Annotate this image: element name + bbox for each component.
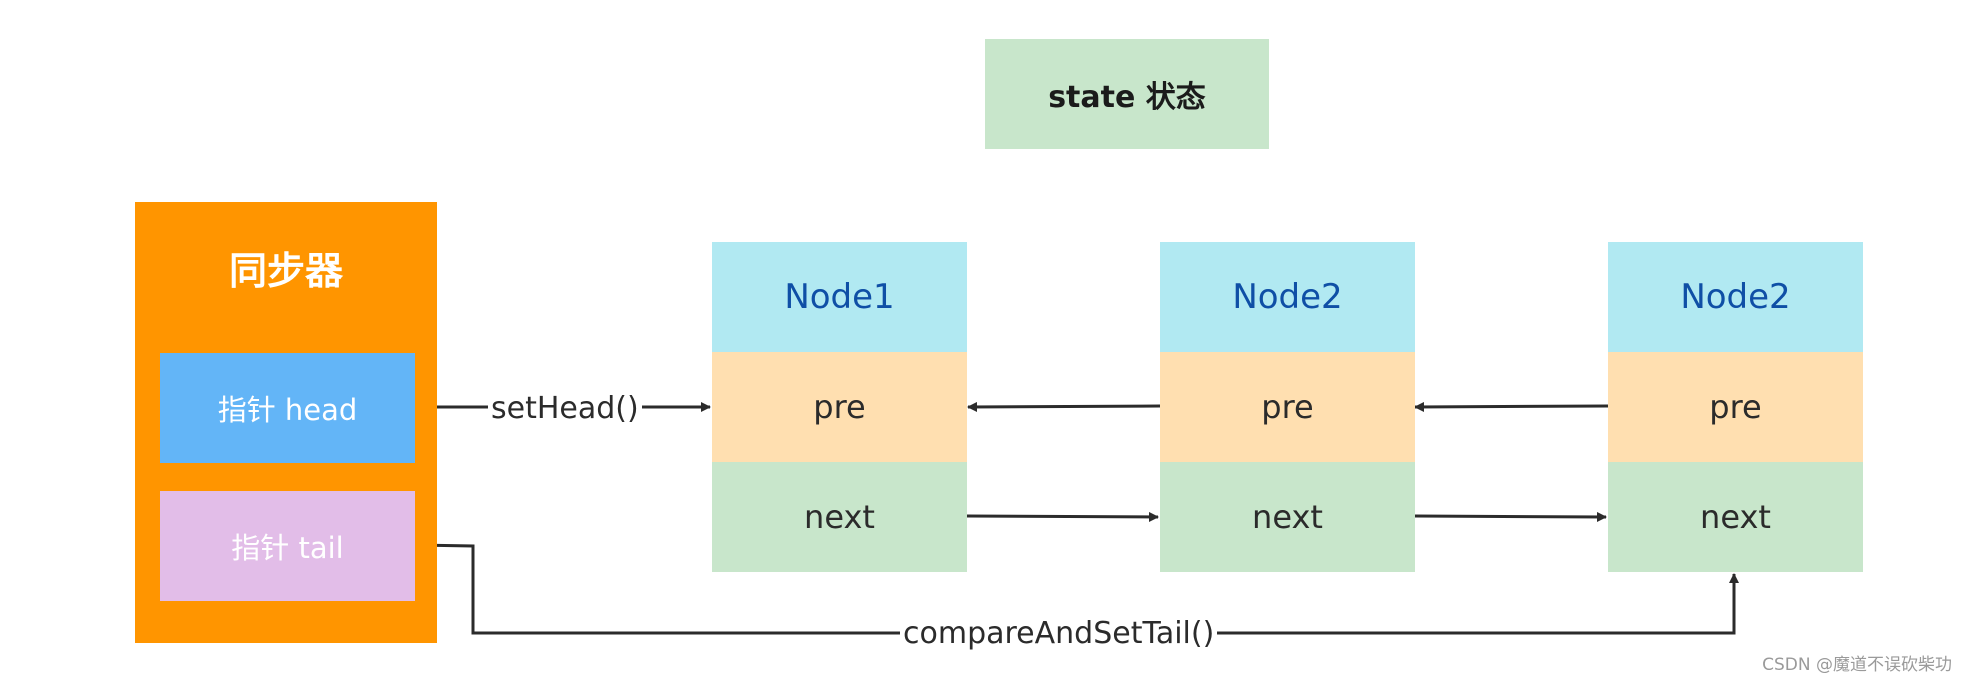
- node-3-title: Node2: [1608, 242, 1863, 352]
- head-pointer-label: 指针 head: [217, 393, 358, 427]
- node-3-pre: pre: [1608, 352, 1863, 462]
- node3-pre-to-node2-arrow: [1414, 401, 1609, 412]
- node-2-title: Node2: [1160, 242, 1415, 352]
- state-label: state 状态: [1048, 80, 1206, 115]
- compare-and-set-tail-arrow: [414, 543, 1739, 635]
- head-pointer-box: 指针 head: [160, 353, 415, 463]
- tail-pointer-label: 指针 tail: [231, 531, 344, 565]
- state-box: state 状态: [985, 39, 1269, 149]
- node-1-title: Node1: [712, 242, 967, 352]
- node-3-next: next: [1608, 462, 1863, 572]
- node-1-next: next: [712, 462, 967, 572]
- node-2-next: next: [1160, 462, 1415, 572]
- node2-pre-to-node1-arrow: [967, 401, 1161, 412]
- watermark: CSDN @魔道不误砍柴功: [1762, 655, 1952, 675]
- node-2-pre: pre: [1160, 352, 1415, 462]
- tail-pointer-box: 指针 tail: [160, 491, 415, 601]
- node-1-pre: pre: [712, 352, 967, 462]
- node2-next-to-node3-arrow: [1414, 511, 1607, 522]
- node1-next-to-node2-arrow: [966, 511, 1159, 522]
- synchronizer-title: 同步器: [228, 249, 343, 293]
- set-head-label: setHead(): [488, 391, 642, 427]
- compare-and-set-tail-label: compareAndSetTail(): [900, 616, 1218, 652]
